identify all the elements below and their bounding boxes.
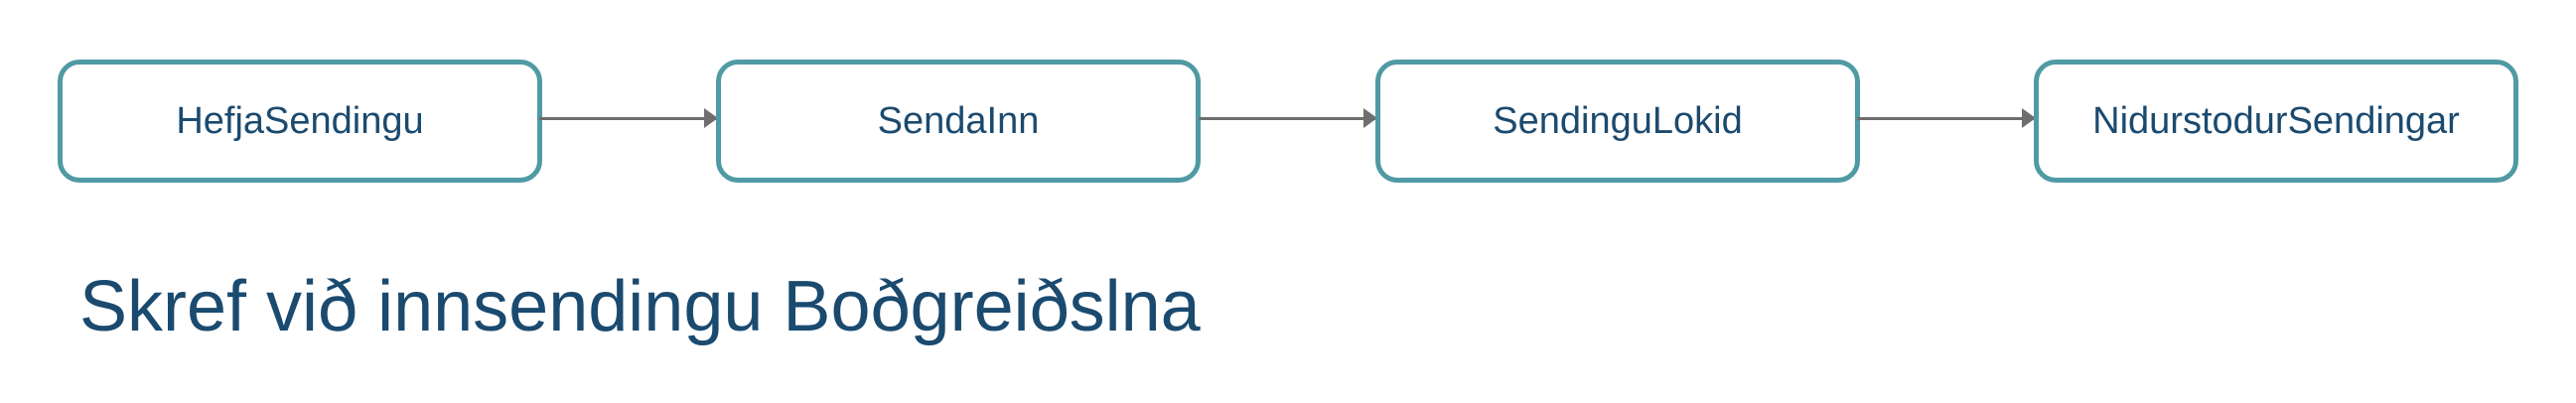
step-senda-inn: SendaInn bbox=[716, 60, 1201, 183]
step-label: SendaInn bbox=[877, 99, 1040, 142]
arrowhead-icon bbox=[1363, 108, 1377, 128]
step-sendingu-lokid: SendinguLokid bbox=[1375, 60, 1860, 183]
arrow-2 bbox=[1199, 108, 1377, 128]
step-label: SendinguLokid bbox=[1493, 99, 1743, 142]
arrowhead-icon bbox=[704, 108, 718, 128]
step-nidurstodur-sendingar: NidurstodurSendingar bbox=[2034, 60, 2518, 183]
process-flow-diagram: HefjaSendingu SendaInn SendinguLokid Nid… bbox=[58, 60, 2518, 183]
arrowhead-icon bbox=[2022, 108, 2036, 128]
arrow-1 bbox=[539, 108, 718, 128]
step-label: NidurstodurSendingar bbox=[2092, 99, 2460, 142]
step-hefja-sendingu: HefjaSendingu bbox=[58, 60, 542, 183]
diagram-title: Skref við innsendingu Boðgreiðslna bbox=[79, 267, 1201, 346]
arrow-3 bbox=[1857, 108, 2036, 128]
step-label: HefjaSendingu bbox=[176, 99, 424, 142]
